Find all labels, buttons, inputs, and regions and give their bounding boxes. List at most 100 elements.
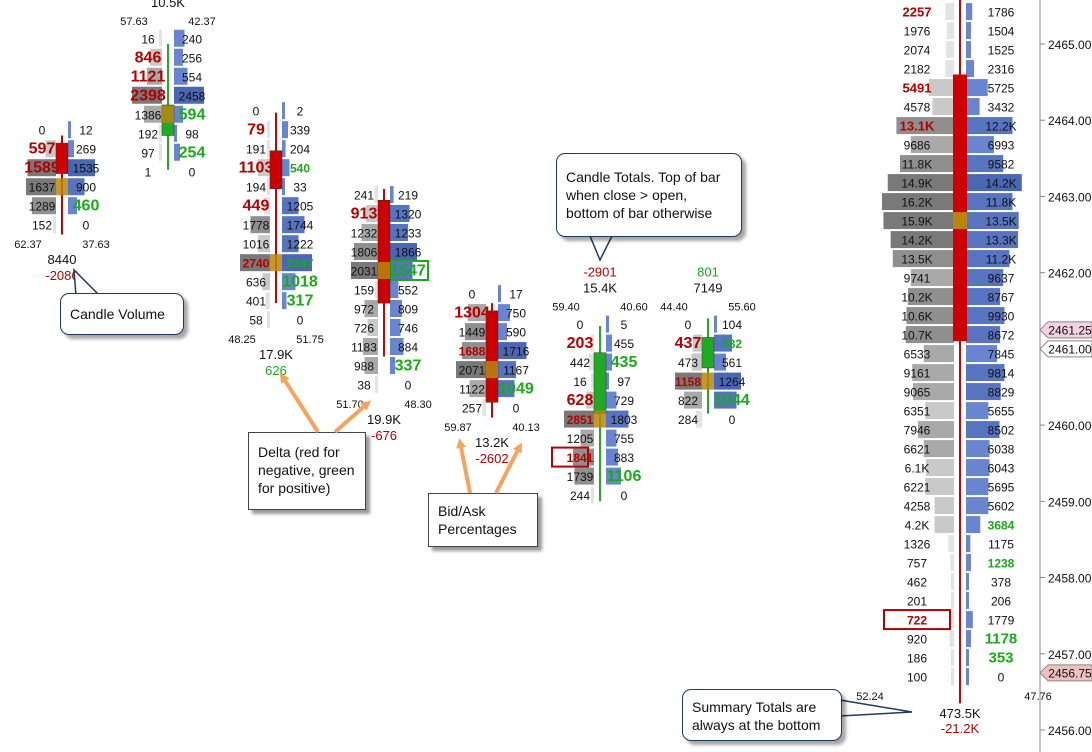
bid-value: 2074 bbox=[904, 44, 931, 58]
ask-value: 8829 bbox=[988, 386, 1015, 400]
ask-value: 1178 bbox=[985, 631, 1018, 648]
ask-bar bbox=[498, 304, 510, 322]
bid-bar bbox=[591, 486, 594, 504]
bid-bar bbox=[900, 155, 954, 173]
ask-value: 5725 bbox=[988, 82, 1015, 96]
bid-value: 628 bbox=[567, 392, 594, 409]
bid-value: 1205 bbox=[567, 432, 594, 446]
bid-percentage: 59.87 bbox=[444, 422, 472, 434]
bid-value: 2398 bbox=[130, 87, 166, 104]
bid-value: 6221 bbox=[904, 481, 931, 495]
ask-bar bbox=[174, 86, 204, 104]
bid-bar bbox=[923, 345, 954, 363]
ask-bar bbox=[966, 98, 980, 116]
bid-bar bbox=[364, 300, 378, 318]
bid-bar bbox=[882, 193, 954, 211]
bid-value: 16 bbox=[573, 375, 587, 389]
bid-value: 241 bbox=[354, 189, 374, 203]
ask-bar bbox=[966, 592, 969, 610]
bid-bar bbox=[951, 649, 954, 667]
bid-bar bbox=[925, 478, 954, 496]
bid-bar bbox=[250, 216, 270, 234]
axis-tick-label: 2460.00 bbox=[1048, 419, 1092, 433]
bid-bar bbox=[932, 98, 954, 116]
poc-marker bbox=[162, 105, 174, 123]
ask-bar bbox=[966, 193, 1013, 211]
candle-volume: 10.5K bbox=[151, 0, 185, 10]
bid-value: 0 bbox=[685, 318, 692, 332]
ask-value: 6993 bbox=[988, 139, 1015, 153]
bid-value: 9741 bbox=[904, 272, 931, 286]
ask-value: 0 bbox=[729, 413, 736, 427]
candle-body bbox=[485, 310, 499, 403]
bid-bar bbox=[264, 197, 270, 215]
bid-bar bbox=[946, 41, 954, 59]
ask-value: 9814 bbox=[988, 367, 1015, 381]
bid-value: 1326 bbox=[904, 538, 931, 552]
ask-bar bbox=[966, 41, 971, 59]
ask-value: 5 bbox=[621, 318, 628, 332]
bid-bar bbox=[925, 402, 954, 420]
bid-bar bbox=[925, 459, 954, 477]
ask-bar bbox=[68, 159, 95, 177]
bid-value: 9161 bbox=[904, 367, 931, 381]
ask-bar bbox=[282, 216, 305, 234]
bid-value: 1016 bbox=[243, 238, 270, 252]
ask-value: 6038 bbox=[988, 443, 1015, 457]
bid-value: 2031 bbox=[351, 265, 378, 279]
ask-value: 729 bbox=[614, 394, 634, 408]
ask-bar bbox=[966, 155, 1004, 173]
bid-bar bbox=[53, 216, 56, 234]
bid-bar bbox=[945, 60, 954, 78]
bid-bar bbox=[375, 281, 378, 299]
bid-bar bbox=[159, 124, 162, 142]
bid-bar bbox=[951, 573, 954, 591]
ask-bar bbox=[282, 121, 288, 139]
bid-value: 2740 bbox=[243, 257, 270, 271]
ask-bar bbox=[606, 429, 617, 447]
ask-bar bbox=[282, 273, 296, 291]
ask-value: 7845 bbox=[988, 348, 1015, 362]
ask-value: 0 bbox=[83, 219, 90, 233]
ask-bar bbox=[966, 288, 1001, 306]
price-tag-label: 2456.75 bbox=[1048, 666, 1092, 680]
bid-value: 38 bbox=[357, 379, 371, 393]
price-tag-label: 2461.25 bbox=[1048, 323, 1092, 337]
bid-bar bbox=[375, 376, 378, 394]
bid-bar bbox=[265, 292, 270, 310]
bid-value: 192 bbox=[138, 127, 158, 141]
bid-value: 1232 bbox=[351, 227, 378, 241]
bid-bar bbox=[267, 121, 270, 139]
bid-value: 988 bbox=[354, 360, 374, 374]
ask-bar bbox=[966, 459, 990, 477]
bid-value: 1103 bbox=[239, 160, 274, 177]
ask-bar bbox=[966, 364, 1005, 382]
bid-bar bbox=[946, 22, 954, 40]
ask-bar bbox=[966, 22, 971, 40]
bid-value: 1841 bbox=[567, 451, 594, 465]
bid-bar bbox=[945, 3, 954, 21]
poc-marker bbox=[56, 178, 68, 196]
bid-value: 9065 bbox=[904, 386, 931, 400]
ask-bar bbox=[714, 391, 737, 409]
ask-bar bbox=[966, 383, 1001, 401]
bid-value: 14.2K bbox=[901, 234, 932, 248]
ask-bar bbox=[714, 372, 741, 390]
bid-value: 16.2K bbox=[901, 196, 932, 210]
ask-value: 0 bbox=[621, 489, 628, 503]
ask-bar bbox=[498, 285, 501, 303]
candle-delta: -2086 bbox=[45, 268, 78, 283]
ask-bar bbox=[282, 159, 290, 177]
bid-bar bbox=[267, 311, 270, 329]
ask-value: 6043 bbox=[988, 462, 1015, 476]
ask-bar bbox=[966, 535, 971, 553]
ask-value: 5602 bbox=[988, 500, 1015, 514]
bid-value: 473 bbox=[678, 356, 698, 370]
ask-bar bbox=[714, 334, 732, 352]
ask-value: 33 bbox=[293, 181, 307, 195]
candle-body bbox=[55, 142, 69, 174]
bid-bar bbox=[883, 212, 954, 230]
ask-value: 317 bbox=[287, 293, 314, 310]
